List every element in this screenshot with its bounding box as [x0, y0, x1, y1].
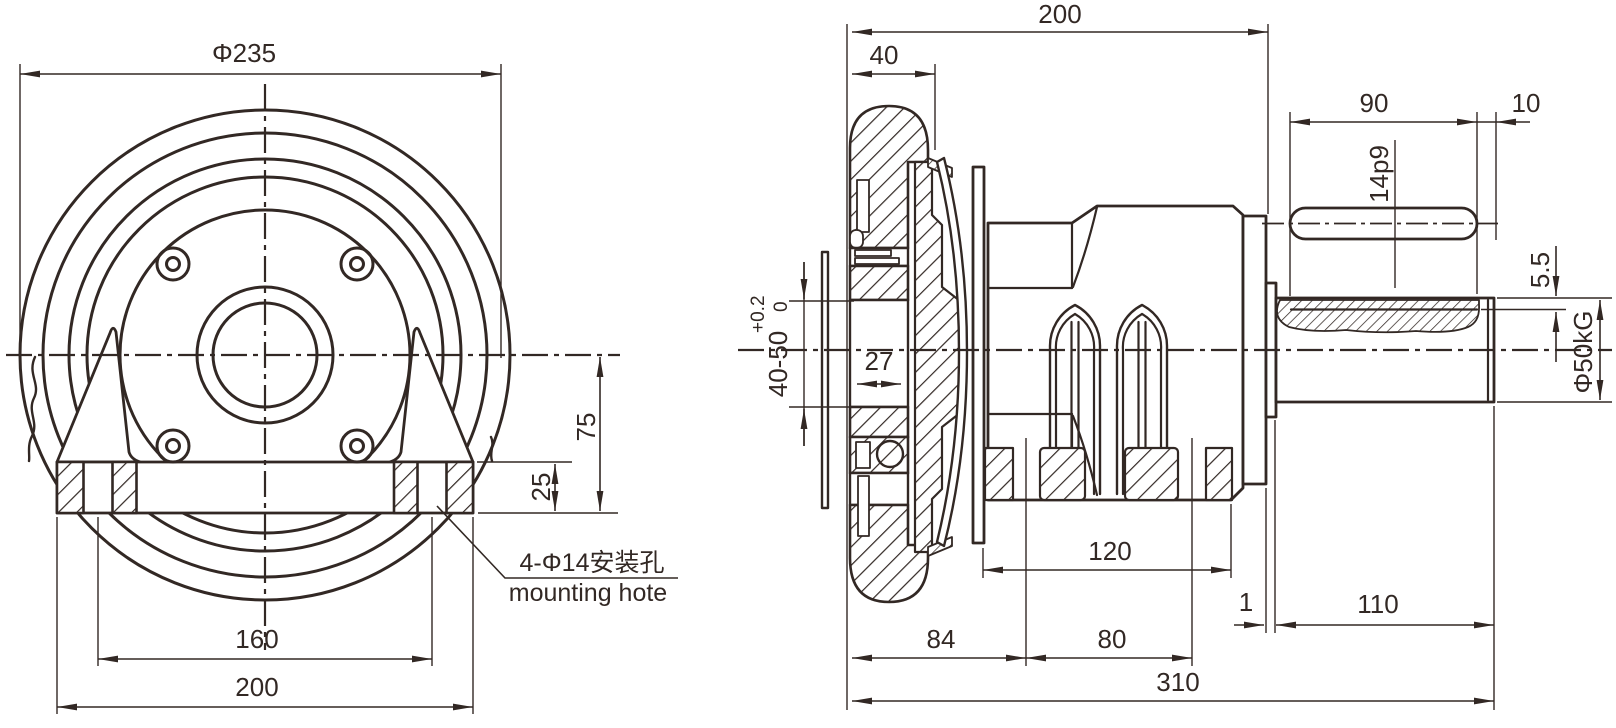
dim-84-label: 84	[927, 624, 956, 654]
extension-lines	[789, 24, 1612, 710]
dim-hub-depth: 27	[857, 346, 901, 388]
friction-plate	[971, 165, 986, 545]
base-flange-hatch	[55, 460, 475, 515]
dim-1-label: 1	[1239, 587, 1253, 617]
bearing-ball	[875, 439, 905, 469]
dim-overall-front: 200	[852, 0, 1268, 36]
dim-90-label: 90	[1360, 88, 1389, 118]
key-size-label: 14p9	[1364, 145, 1394, 203]
dim-hole-spacing: 160	[97, 517, 433, 666]
break-line-left	[27, 355, 38, 463]
keyway-section-hatch	[1276, 299, 1480, 334]
dim-110-label: 110	[1357, 589, 1398, 619]
left-gusset	[55, 326, 142, 464]
bore-tol-lower-label: 0	[771, 301, 792, 312]
dim-base-width: 200	[56, 517, 474, 714]
dim-10-label: 10	[1512, 88, 1541, 118]
break-line-right	[489, 435, 494, 463]
hub-block-lower	[848, 405, 910, 439]
right-gusset	[388, 326, 475, 464]
diaphragm-disc	[935, 156, 969, 548]
dim-27-label: 27	[865, 346, 894, 376]
dim-gap: 1	[1234, 587, 1264, 629]
mounting-hole-note: 4-Φ14安装孔 mounting hote	[436, 505, 678, 607]
bore-tol-upper-label: +0.2	[748, 295, 769, 333]
dim-80-label: 80	[1098, 624, 1127, 654]
section-view: 200 40 90 10 14p9 5.5 Φ50kG	[738, 0, 1612, 710]
mounting-hole-note-cn: 4-Φ14安装孔	[520, 549, 665, 577]
dim-front-section: 84	[852, 624, 1026, 662]
dim-sv200-label: 200	[1038, 0, 1081, 29]
dim-75-label: 75	[571, 413, 601, 442]
dim-120-label: 120	[1088, 536, 1131, 566]
rim-blocks	[983, 446, 1234, 502]
dim-310-label: 310	[1156, 667, 1199, 697]
dim-overall-length: 310	[852, 667, 1494, 705]
dim-200-label: 200	[235, 672, 278, 702]
dim-25-label: 25	[526, 473, 556, 502]
front-view: Φ235 75 25 160 200	[6, 38, 678, 714]
dim-bore-range: 40-50 0 +0.2	[748, 262, 808, 446]
dim-160-label: 160	[235, 624, 278, 654]
dim-base-thickness: 25	[477, 461, 572, 511]
dim-shaft-length: 110	[1276, 589, 1494, 629]
dim-center-to-base: 75	[478, 357, 618, 514]
dim-outer-diameter-label: Φ235	[212, 38, 276, 68]
shaft-diameter-label: Φ50kG	[1568, 311, 1598, 394]
dim-body-length: 120	[983, 536, 1231, 574]
dim-40-label: 40	[870, 40, 899, 70]
dim-key-length: 90	[1290, 88, 1477, 126]
dim-key-depth: 5.5	[1525, 246, 1560, 362]
dim-shaft-diameter: Φ50kG	[1568, 300, 1604, 400]
armature-plate	[820, 250, 830, 510]
dim-coil-width: 40	[852, 40, 935, 78]
dim-mid-section: 80	[1026, 624, 1192, 662]
dim-key-to-shaft-end: 10	[1477, 88, 1541, 126]
bolt-holes	[155, 246, 375, 464]
mounting-hole-note-en: mounting hote	[509, 579, 667, 607]
brake-assembly	[848, 104, 986, 604]
hub-bore	[848, 298, 910, 409]
dim-outer-diameter: Φ235	[19, 38, 502, 358]
dim-55-label: 5.5	[1525, 252, 1555, 288]
bore-range-label: 40-50	[763, 331, 793, 398]
hub-block-upper	[848, 264, 910, 302]
